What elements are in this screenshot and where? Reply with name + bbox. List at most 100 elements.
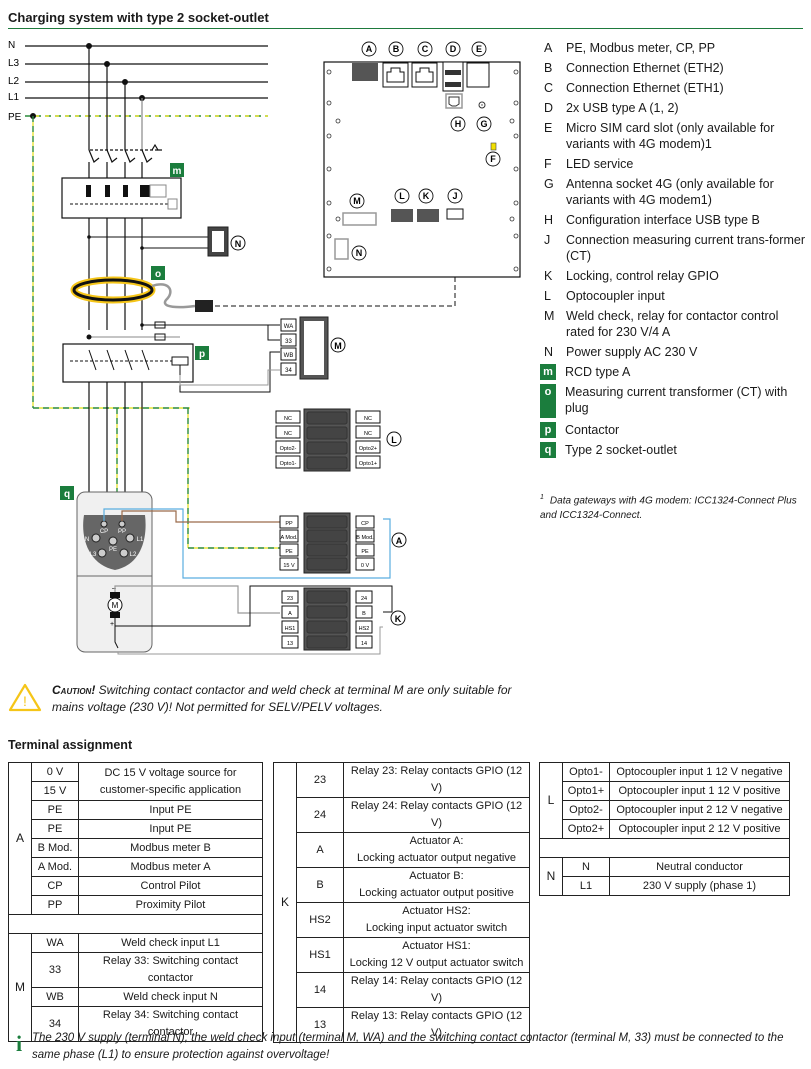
description-cell: Modbus meter A <box>78 857 263 877</box>
l-label-right: Opto1+ <box>359 461 377 467</box>
k-label-right: HS2 <box>359 626 370 632</box>
l-label-right: NC <box>364 416 372 422</box>
caution-text: Caution! Switching contact contactor and… <box>52 682 538 717</box>
description-cell: Proximity Pilot <box>78 895 263 915</box>
spacer-cell <box>539 838 790 858</box>
description-cell: Relay 23: Relay contacts GPIO (12 V) <box>343 762 530 798</box>
board-callout-g: G <box>480 119 487 129</box>
legend-key: C <box>544 81 554 95</box>
legend-key: B <box>544 61 553 75</box>
board-callout-a: A <box>366 44 373 54</box>
legend-item: L Optocoupler input <box>540 288 805 304</box>
l-label-right: NC <box>364 431 372 437</box>
line-label-l2: L2 <box>8 76 20 87</box>
terminal-l-block: NC NC Opto2- Opto1- NC NC Opto2+ Opto1+ … <box>275 408 402 472</box>
terminal-cell: Opto1+ <box>562 781 610 801</box>
description-line: Locking actuator output negative <box>356 852 516 864</box>
description-cell: Modbus meter B <box>78 838 263 858</box>
pin-label-l3: L3 <box>90 552 97 558</box>
terminal-assignment-title: Terminal assignment <box>8 738 133 752</box>
line-label-l3: L3 <box>8 58 20 69</box>
contactor: p <box>62 321 280 492</box>
legend-text: Antenna socket 4G (only available for va… <box>566 177 774 207</box>
legend-key: K <box>544 269 553 283</box>
type2-socket-outlet: q CP PP N L1 PE L3 L2 M – + <box>60 486 393 655</box>
terminal-cell: 14 <box>296 972 344 1008</box>
terminal-cell: HS1 <box>296 937 344 973</box>
terminal-cell: 0 V <box>31 762 79 782</box>
legend-text: Optocoupler input <box>566 289 665 303</box>
legend-key: L <box>544 289 551 303</box>
board-callout-b: B <box>393 44 400 54</box>
description-line: Locking actuator output positive <box>359 887 514 899</box>
motor-label: M <box>112 601 119 610</box>
k-label-right: 14 <box>361 641 367 647</box>
table-spacer <box>8 914 263 934</box>
description-cell: Relay 13: Relay contacts GPIO (12 V) <box>343 1007 530 1043</box>
badge-m: m <box>173 166 182 177</box>
k-label-right: B <box>362 611 366 617</box>
table-row: B Mod.Modbus meter B <box>9 838 263 858</box>
callout-l-diagram: L <box>391 435 397 445</box>
info-notice: i The 230 V supply (terminal N), the wel… <box>8 1030 803 1064</box>
callout-n-diagram: N <box>235 239 242 249</box>
gateway-board: A B C D E F G H J K L M N <box>323 41 521 278</box>
pe-conductor <box>32 116 280 549</box>
m-label-wb: WB <box>284 353 294 359</box>
l-label-left: Opto2- <box>280 446 297 452</box>
legend-text: Micro SIM card slot (only available for … <box>566 121 775 151</box>
l-label-left: NC <box>284 416 292 422</box>
terminal-cell: 33 <box>31 952 79 988</box>
terminal-cell: Opto1- <box>562 762 610 782</box>
table-row: Opto2-Optocoupler input 2 12 V negative <box>540 800 790 820</box>
footnote-marker: 1 <box>540 494 544 501</box>
legend-key: M <box>544 309 555 323</box>
description-cell: Weld check input N <box>78 987 263 1007</box>
terminal-cell: Opto2+ <box>562 819 610 839</box>
description-line: Actuator HS1: <box>402 940 471 952</box>
description-cell: Relay 33: Switching contact contactor <box>78 952 263 988</box>
supply-lines: N L3 L2 L1 PE <box>8 40 268 123</box>
legend-text: Contactor <box>565 423 620 437</box>
terminal-k-block: 23 A HS1 13 24 B HS2 14 K <box>281 587 406 651</box>
group-label: N <box>539 857 563 896</box>
board-callout-l: L <box>399 191 405 201</box>
description-line: Actuator A: <box>409 835 464 847</box>
terminal-cell: CP <box>31 876 79 896</box>
callout-k-diagram: K <box>395 614 402 624</box>
group-label: A <box>8 762 32 915</box>
a-label-left: PE <box>285 549 293 555</box>
legend-text: RCD type A <box>565 365 631 379</box>
terminal-cell: 24 <box>296 797 344 833</box>
board-callout-k: K <box>423 191 430 201</box>
description-cell: Actuator HS1:Locking 12 V output actuato… <box>343 937 530 973</box>
callout-m-diagram: M <box>334 341 342 351</box>
badge-o: o <box>155 269 161 280</box>
description-cell: Actuator HS2:Locking input actuator swit… <box>343 902 530 938</box>
terminal-cell: HS2 <box>296 902 344 938</box>
badge-q: q <box>64 489 70 500</box>
board-callout-j: J <box>452 191 457 201</box>
legend-key: J <box>544 233 551 247</box>
terminal-cell: Opto2- <box>562 800 610 820</box>
k-label-left: A <box>288 611 292 617</box>
legend-key: H <box>544 213 554 227</box>
terminal-cell: L1 <box>562 876 610 896</box>
line-label-n: N <box>8 40 15 51</box>
description-cell: Optocoupler input 1 12 V positive <box>609 781 790 801</box>
legend-text: 2x USB type A (1, 2) <box>566 101 679 115</box>
